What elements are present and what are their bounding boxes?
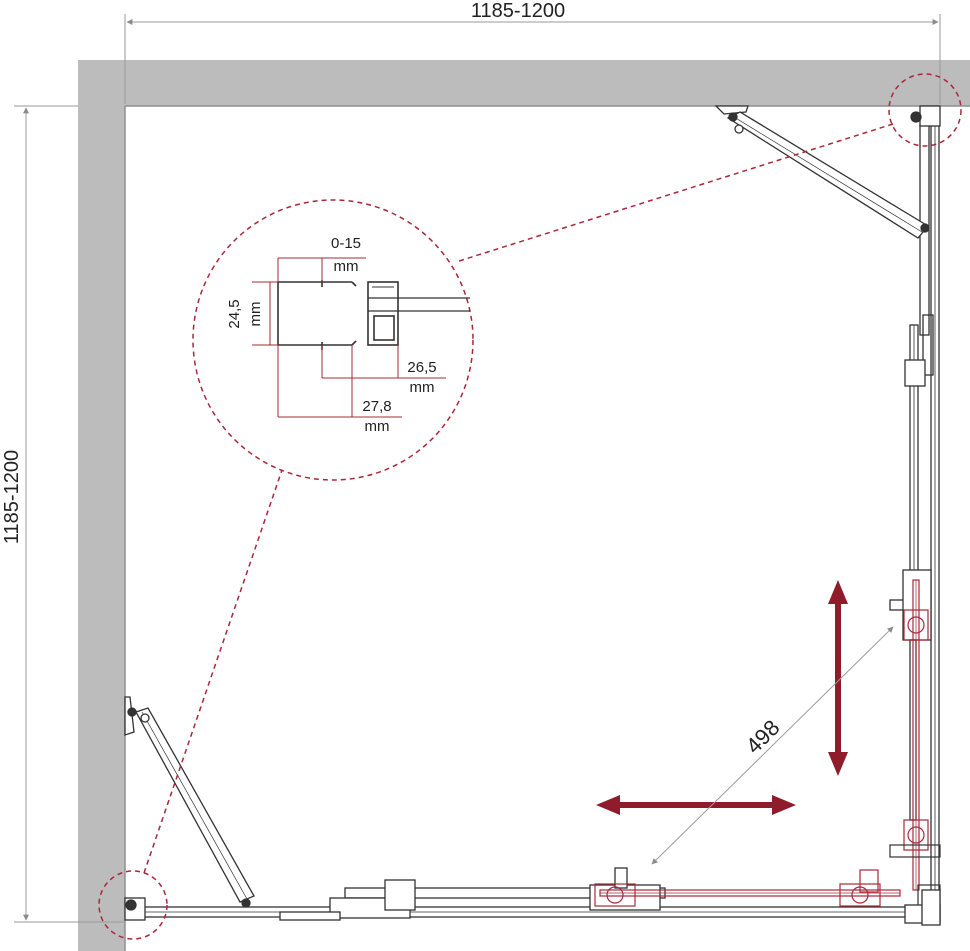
callout-leader-lines	[143, 123, 894, 874]
gap-value-label: 0-15	[331, 235, 361, 252]
horizontal-sliding-arrow	[596, 795, 796, 815]
outer-width-unit-label: mm	[365, 418, 390, 435]
outer-width-value-label: 27,8	[362, 398, 391, 415]
wall-brace-top	[714, 105, 930, 239]
gap-unit-label: mm	[334, 258, 359, 275]
corner-post-top-right	[910, 105, 941, 127]
inner-width-value-label: 26,5	[407, 359, 436, 376]
profile-dimension-lines	[252, 257, 446, 418]
bottom-sliding-door	[594, 869, 901, 907]
corner-post-bottom-right	[904, 889, 941, 926]
width-label: 1185-1200	[471, 0, 565, 22]
vertical-sliding-arrow	[828, 580, 848, 776]
width-dimension: 1185-1200	[124, 0, 941, 104]
corner-post-bottom-left	[125, 899, 137, 911]
door-opening-label: 498	[741, 715, 785, 759]
callout-marker-bottom-left	[98, 870, 168, 940]
inner-width-unit-label: mm	[410, 379, 435, 396]
depth-label: 1185-1200	[1, 450, 23, 544]
right-sliding-door	[903, 579, 929, 891]
profile-detail-circle: 0-15 mm 24,5 mm 26,5 mm 27,8 mm	[192, 199, 474, 481]
wall-top	[78, 60, 970, 106]
depth-dimension: 1185-1200	[1, 105, 125, 923]
callout-marker-top-right	[888, 73, 962, 147]
wall-left	[78, 60, 125, 951]
profile-height-value-label: 24,5	[226, 299, 243, 328]
door-opening-dimension: 498	[651, 626, 894, 865]
profile-height-unit-label: mm	[247, 302, 264, 327]
wall-brace-bottom	[124, 696, 255, 908]
